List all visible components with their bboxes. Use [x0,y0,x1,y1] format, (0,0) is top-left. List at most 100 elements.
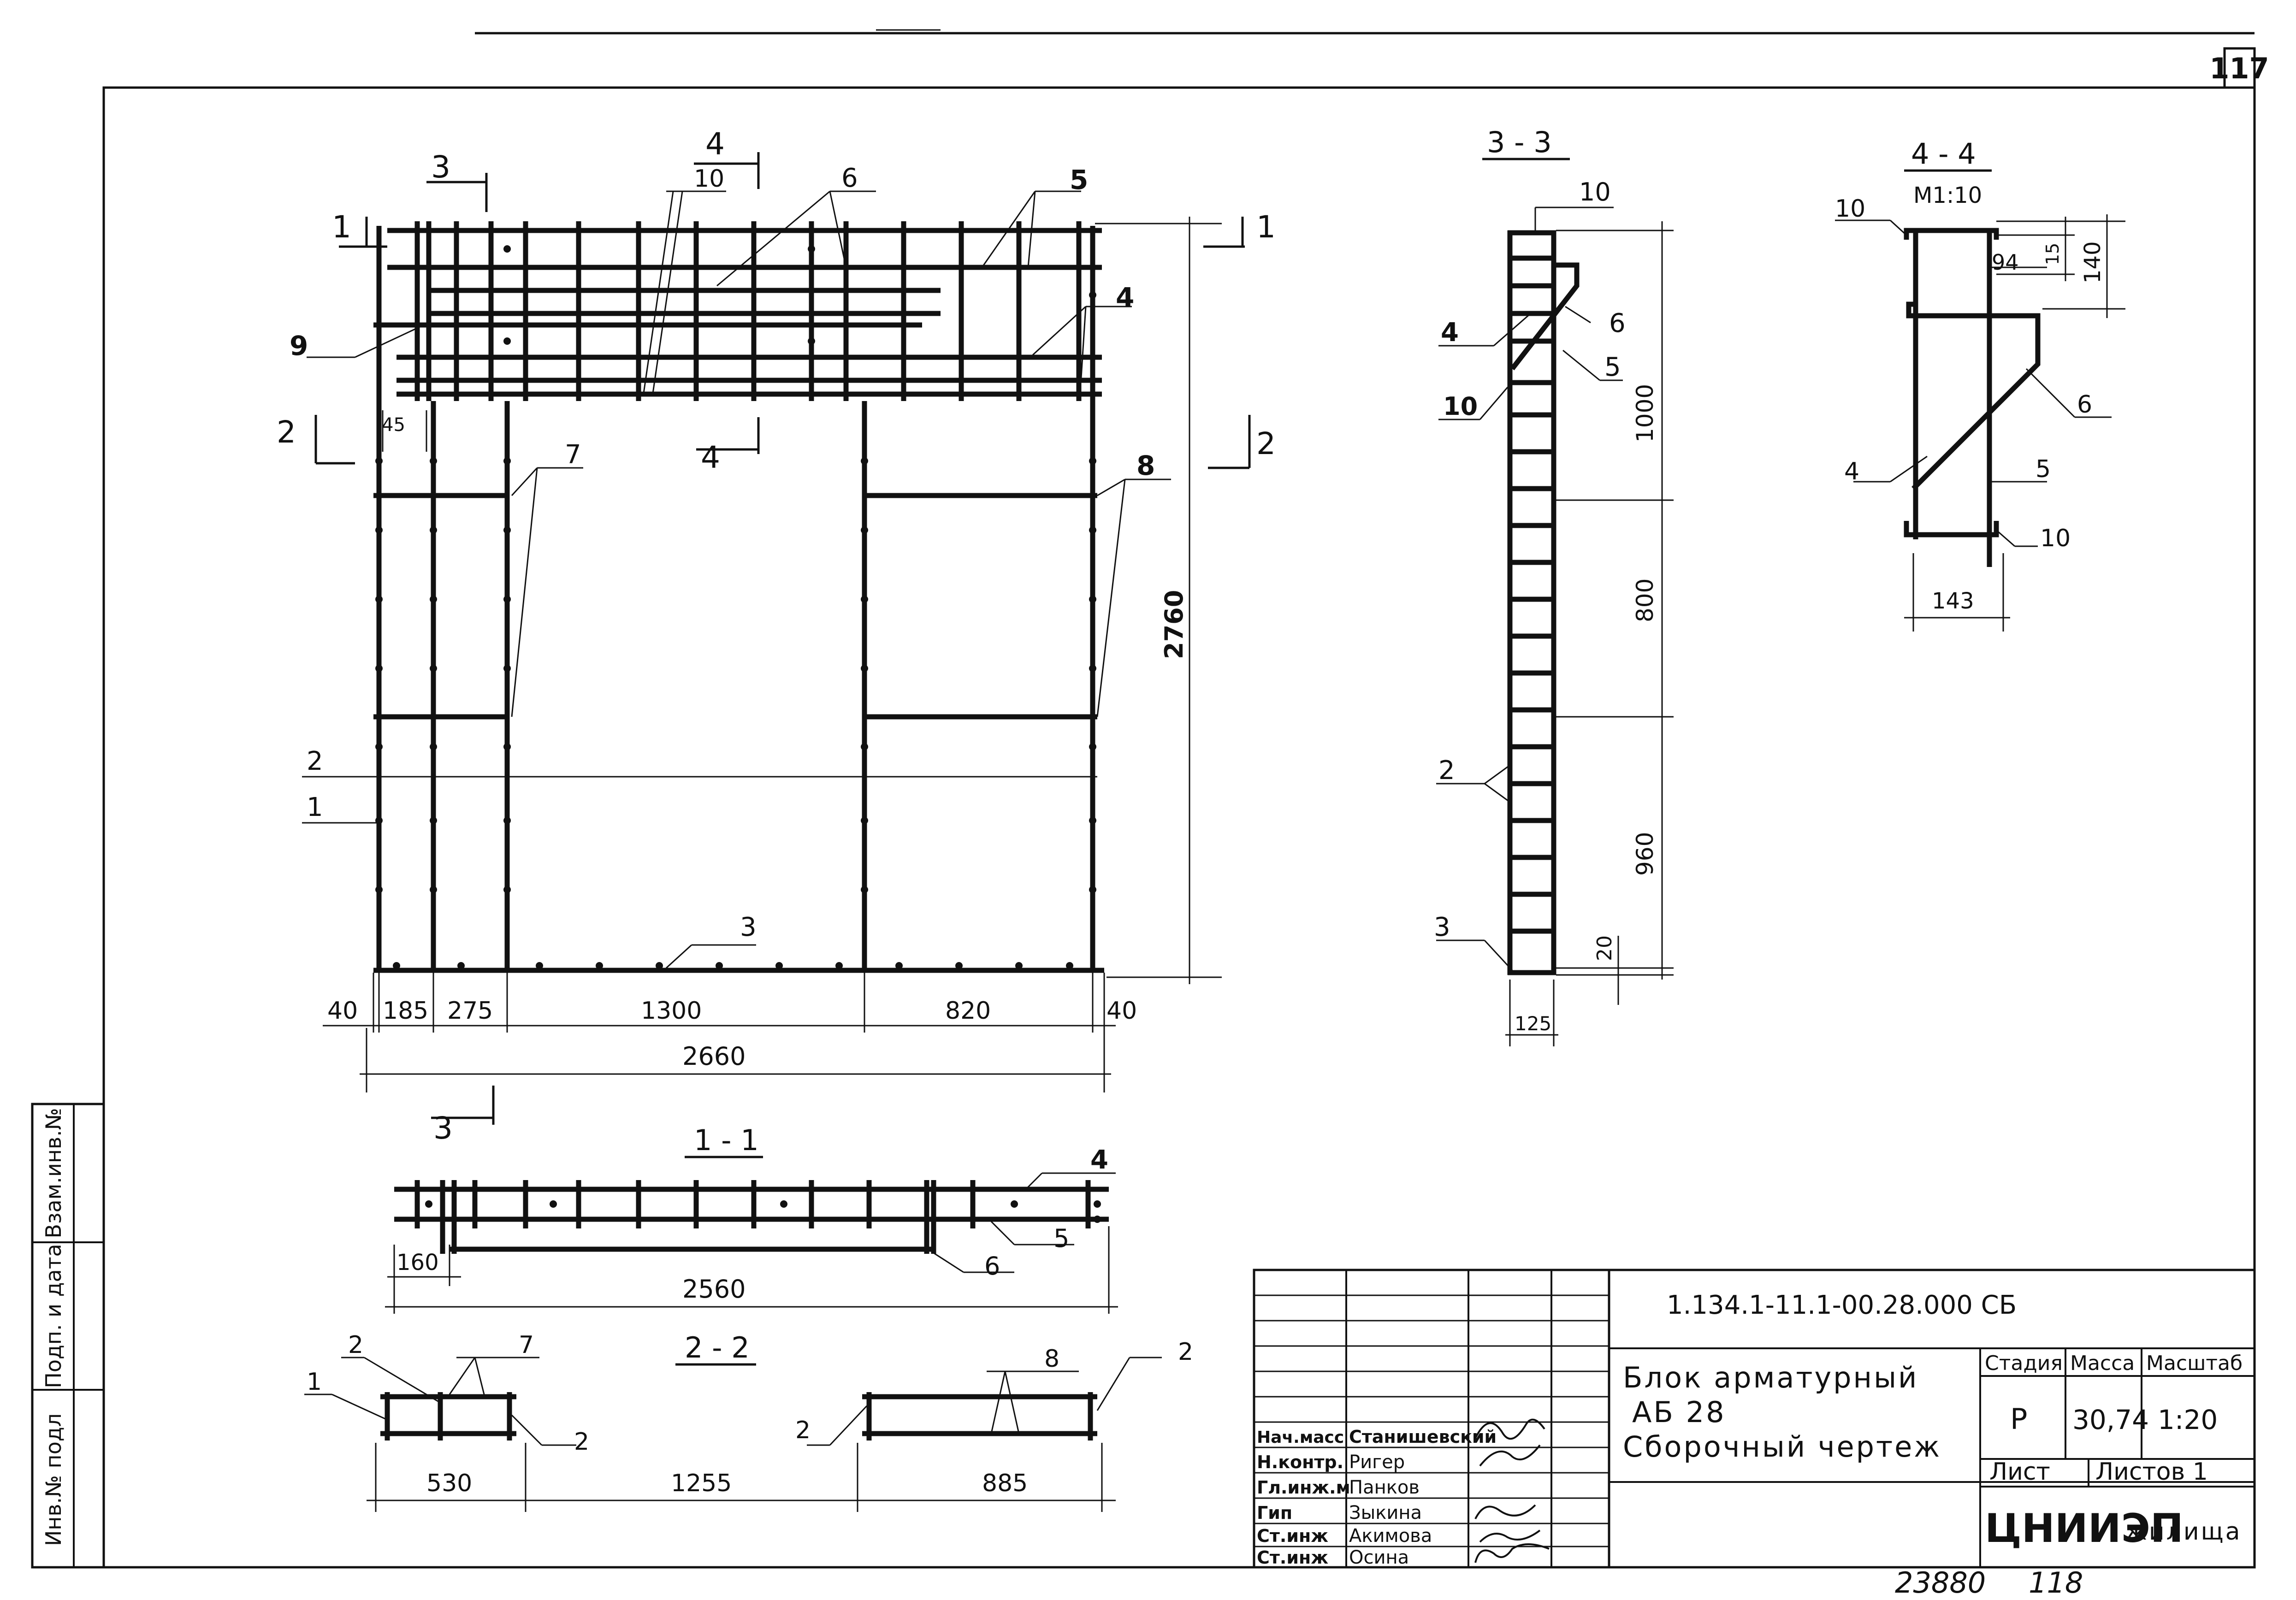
section-3-3-dim-1000: 1000 [1632,384,1658,443]
mass-value: 30,74 [2072,1404,2149,1435]
dim-275: 275 [447,997,493,1025]
cut-mark-1-left: 1 [332,209,351,245]
document-name-line1: Блок арматурный [1623,1361,1918,1394]
section-2-2-dim-530: 530 [426,1470,472,1497]
section-2-2-label-2c: 2 [795,1417,811,1444]
section-2-2: 2 - 2 2 7 1 2 8 2 2 530 1255 8 [304,1331,1193,1512]
section-1-1-label-5: 5 [1053,1224,1069,1253]
role-4: Гип [1257,1503,1292,1523]
section-3-3-dim-800: 800 [1632,579,1658,622]
page-number-box [2223,47,2256,89]
label-pos-2: 2 [307,746,323,776]
scale-value: 1:20 [2158,1404,2218,1435]
cut-mark-4-mid: 4 [701,440,720,475]
archive-sheet-number: 118 [2029,1566,2083,1600]
section-4-4-label-10a: 10 [1835,195,1865,223]
mass-header: Масса [2070,1352,2135,1375]
person-3: Панков [1349,1477,1420,1498]
section-2-2-leaders [304,1357,1162,1512]
side-stamp: Инв.№ подл Подп. и дата Взам.инв.№ [31,1103,105,1569]
label-pos-6: 6 [841,163,858,193]
document-name-line2: АБ 28 [1632,1395,1726,1429]
title-block-rows [1254,1294,2255,1567]
section-3-3-hook-bottom [1508,376,1556,385]
section-1-1: 1 - 1 [385,1123,1118,1314]
section-4-4-diagonal [1911,323,2041,490]
section-cut-markers: 1 1 2 2 3 3 4 4 [277,126,1276,1146]
section-3-3-label-10b: 10 [1443,392,1478,421]
side-stamp-signature-date: Подп. и дата [41,1244,66,1388]
section-3-3-dim-20: 20 [1593,935,1616,961]
page-number: 117 [2209,52,2269,85]
section-3-3-label-6: 6 [1609,308,1626,338]
section-3-3-label-3: 3 [1434,912,1450,942]
role-5: Ст.инж [1257,1526,1328,1546]
section-3-3-label-10a: 10 [1579,177,1611,207]
cut-mark-4-top: 4 [705,126,725,162]
section-4-4-hook-bottom [1904,521,1999,537]
dim-40-right: 40 [1107,997,1137,1025]
section-1-1-dots [425,1200,1101,1223]
dim-185: 185 [383,997,428,1025]
side-stamp-frame [31,1103,105,1569]
label-dim-45: 45 [382,414,405,436]
section-4-4-label-4: 4 [1844,458,1859,485]
stage-value: Р [2010,1402,2027,1436]
sheet-label: Лист [1989,1458,2050,1486]
label-pos-9: 9 [290,330,308,361]
organization-subname: жилища [2125,1518,2242,1546]
sheets-label: Листов 1 [2095,1458,2208,1486]
section-4-4-leaders [1835,219,2112,547]
cut-mark-2-left: 2 [277,414,296,450]
section-2-2-dim-885: 885 [982,1470,1028,1497]
document-code: 1.134.1-11.1-00.28.000 СБ [1667,1290,2017,1320]
section-2-2-label-2d: 2 [1178,1338,1193,1366]
person-1: Станишевский [1349,1427,1497,1447]
section-3-3-label-2: 2 [1438,756,1455,785]
main-elevation-view: 1 1 2 2 3 3 4 4 [277,126,1276,1146]
label-pos-10: 10 [694,165,724,193]
section-1-1-title: 1 - 1 [694,1123,759,1157]
cut-mark-2-right: 2 [1256,426,1276,461]
section-2-2-title: 2 - 2 [685,1331,750,1364]
side-stamp-replacement-inventory: Взам.инв.№ [41,1108,66,1238]
side-stamp-original-inventory: Инв.№ подл [41,1413,66,1546]
dim-820: 820 [945,997,991,1025]
archive-number: 23880 [1895,1566,1986,1600]
stage-header: Стадия [1985,1352,2063,1375]
section-3-3-rungs [1508,255,1556,934]
section-4-4-dim-15: 15 [2042,243,2063,265]
section-2-2-label-8: 8 [1044,1345,1059,1373]
label-pos-5: 5 [1070,164,1088,195]
title-block: 1.134.1-11.1-00.28.000 СБ Блок арматурны… [1253,1269,2256,1569]
weld-dots [375,245,1096,969]
dim-1300: 1300 [641,997,702,1025]
section-4-4-dim-143: 143 [1932,588,1974,614]
section-2-2-label-1: 1 [307,1368,322,1396]
role-3: Гл.инж.м [1257,1477,1350,1498]
role-1: Нач.масс [1257,1428,1344,1447]
section-3-3-label-5: 5 [1604,352,1621,382]
person-6: Осина [1349,1547,1409,1568]
section-3-3: 3 - 3 [1434,125,1674,1046]
section-2-2-label-2a: 2 [348,1331,363,1359]
section-1-1-label-4: 4 [1090,1145,1108,1175]
section-3-3-diagonal [1510,262,1580,371]
section-3-3-hook-top [1508,230,1556,240]
section-4-4: 4 - 4 М1:10 10 6 4 5 10 [1835,137,2125,632]
cut-mark-1-right: 1 [1256,209,1276,245]
section-3-3-dim-960: 960 [1632,832,1658,876]
position-leaders [302,190,1171,969]
label-pos-4: 4 [1116,282,1134,313]
drawing-frame [102,86,2256,1569]
label-pos-8: 8 [1136,450,1155,481]
section-2-2-label-2b: 2 [574,1428,589,1456]
section-4-4-label-5: 5 [2036,455,2051,483]
signatures [1474,1418,1550,1563]
section-4-4-dimensions [1904,214,2125,632]
dim-40-left: 40 [327,997,358,1025]
section-3-3-dimensions [1505,221,1674,1046]
section-3-3-dim-125: 125 [1515,1012,1551,1035]
organization-name: ЦНИИЭП [1985,1506,2184,1552]
section-4-4-label-10b: 10 [2040,525,2071,552]
